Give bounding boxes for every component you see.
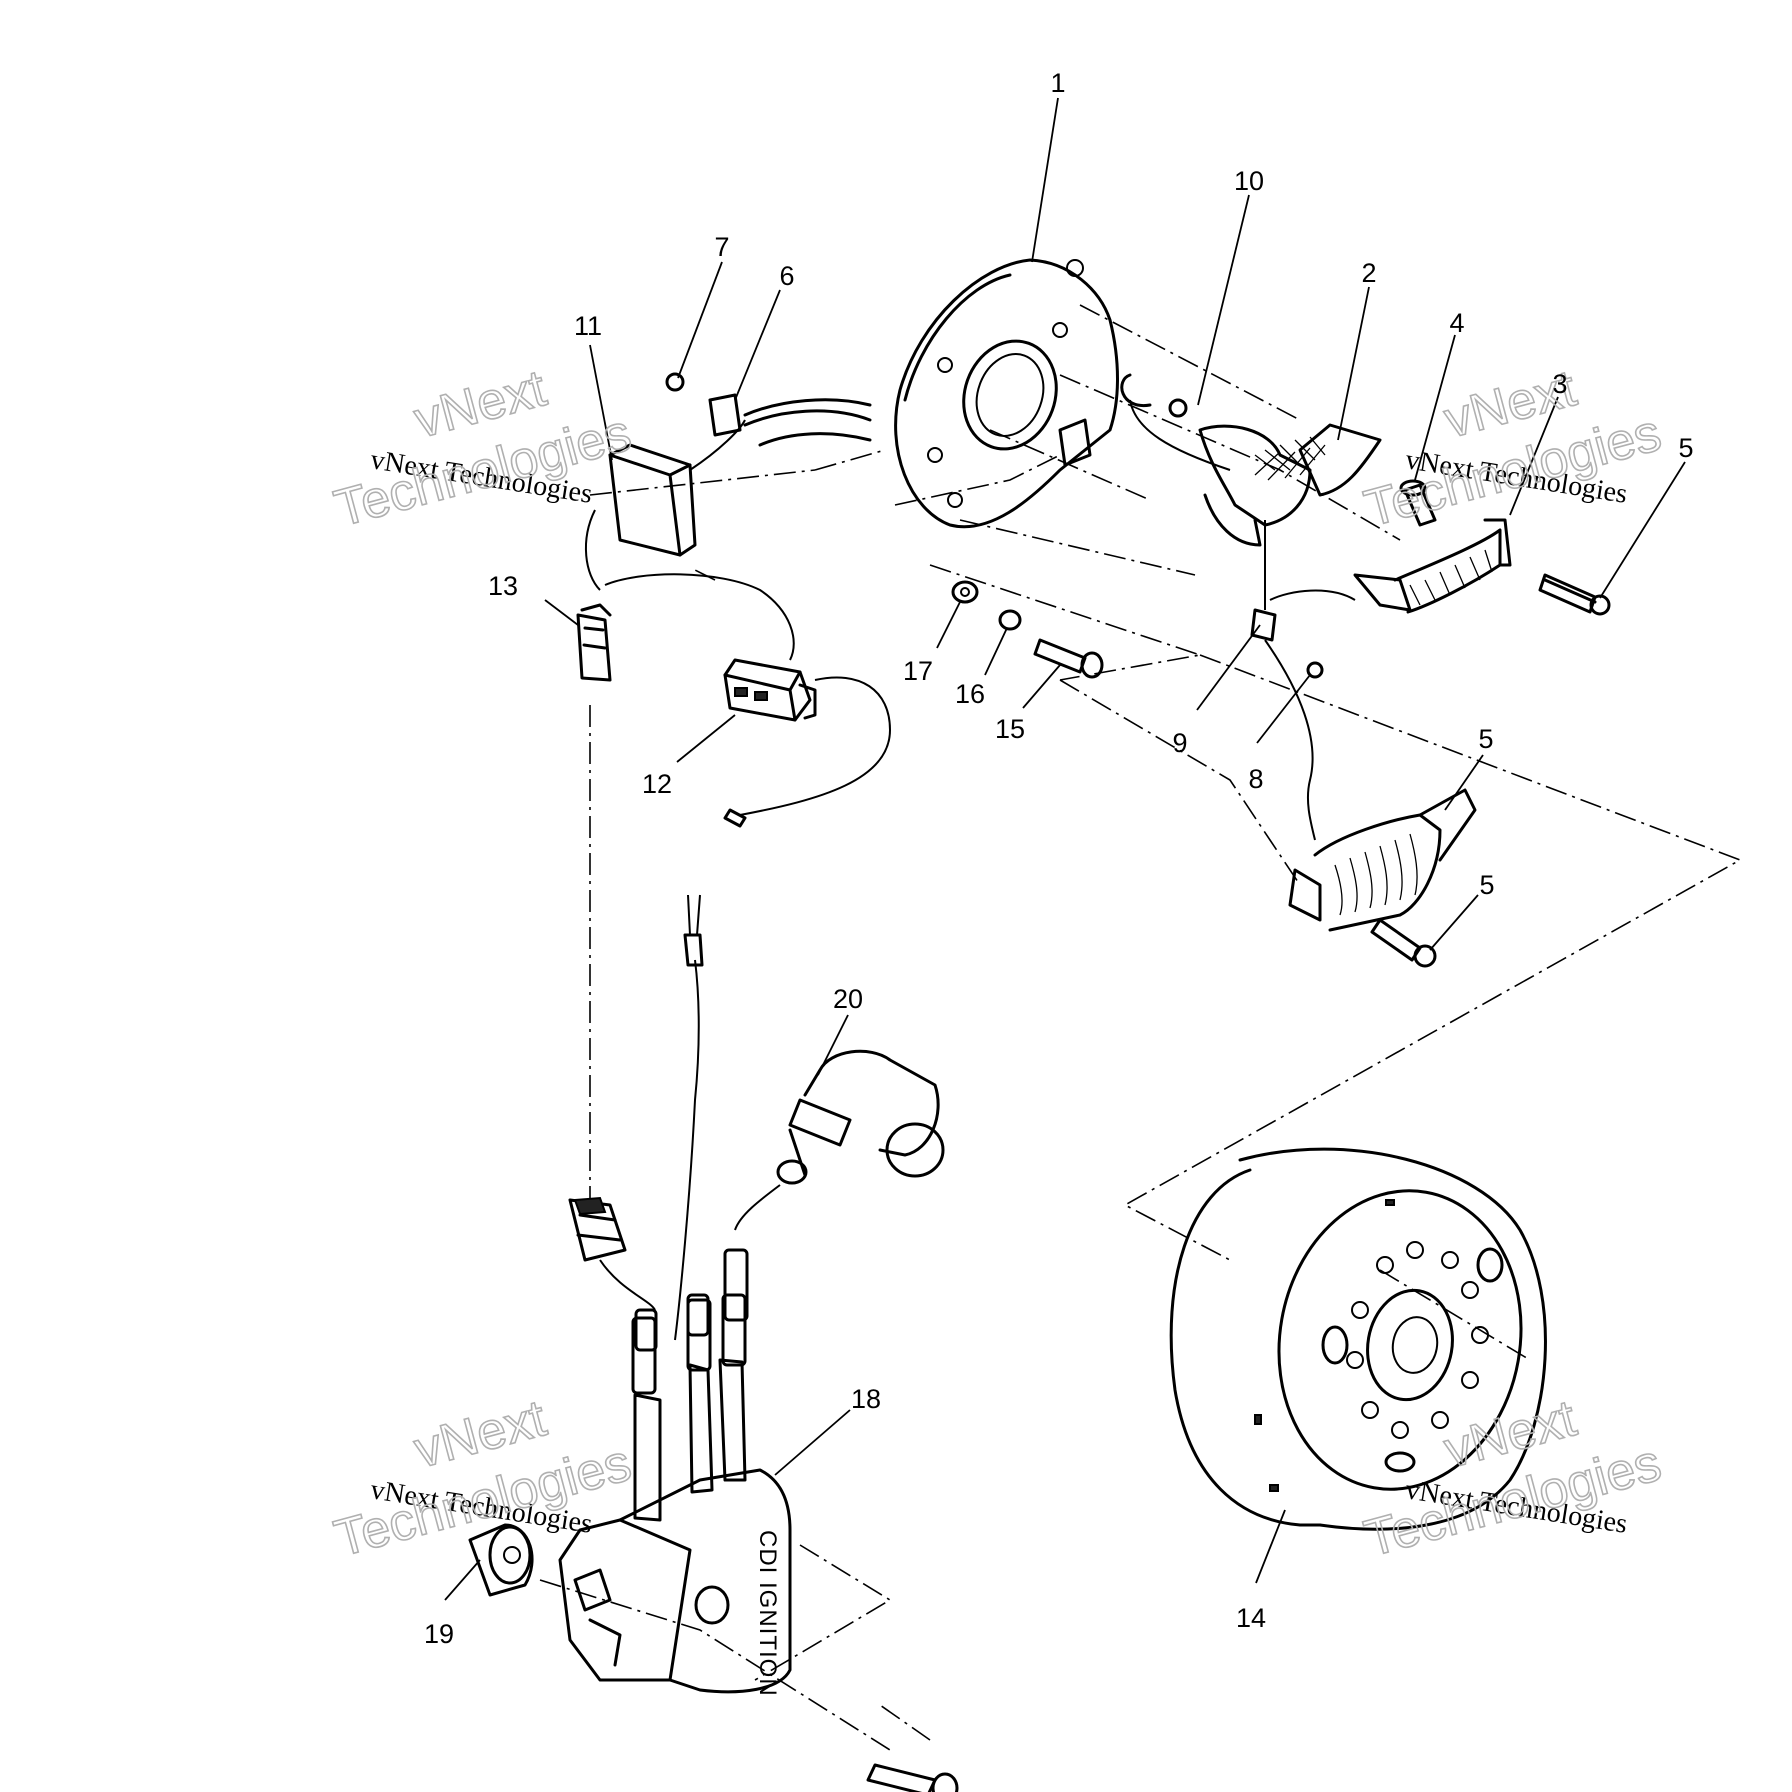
lighting-coil-large <box>1288 788 1477 932</box>
harness-connector-lower <box>568 894 704 1341</box>
flywheel <box>1169 1147 1547 1531</box>
lighting-coil-small <box>1353 518 1512 614</box>
relay <box>723 658 892 828</box>
screw-lower <box>1370 918 1437 968</box>
callout-16: 16 <box>955 679 985 709</box>
bolt <box>1033 638 1104 679</box>
lock-washer <box>998 609 1022 631</box>
connector-plug <box>576 603 612 682</box>
callout-17: 17 <box>903 656 933 686</box>
mount-bolt <box>866 1763 959 1792</box>
spacer <box>1399 479 1437 527</box>
stator-plate <box>894 258 1119 529</box>
callout-19: 20 <box>833 984 863 1014</box>
callout-3: 3 <box>1552 369 1567 399</box>
callout-2: 2 <box>1361 258 1376 288</box>
regulator-harness <box>584 419 795 661</box>
callout-1: 1 <box>1050 68 1065 98</box>
callout-8b: 8 <box>1248 764 1263 794</box>
callout-18: 18 <box>851 1384 881 1414</box>
wire-terminal <box>1250 520 1356 841</box>
callout-8a: 7 <box>714 232 729 262</box>
callout-7: 6 <box>779 261 794 291</box>
callout-10: 10 <box>1234 166 1264 196</box>
callout-numbers: 1 10 2 4 3 5 7 6 11 13 17 16 15 9 8 5 5 … <box>424 68 1694 1649</box>
screw-upper <box>1538 573 1611 616</box>
callout-5a: 5 <box>1678 433 1693 463</box>
alignment-lines <box>539 304 1742 1751</box>
callout-12: 12 <box>642 769 672 799</box>
callout-6: 5 <box>1478 724 1493 754</box>
module-label: CDI IGNITION <box>754 1530 781 1697</box>
cdi-module: CDI IGNITION <box>558 1248 792 1697</box>
callout-14: 14 <box>1236 1603 1266 1633</box>
exciter-coil <box>1198 423 1382 547</box>
wire-clamp <box>708 393 872 447</box>
callout-5b: 5 <box>1479 870 1494 900</box>
callout-20: 19 <box>424 1619 454 1649</box>
mount-spacer <box>468 1523 534 1597</box>
screw-small-mid <box>1306 661 1324 679</box>
callout-13: 13 <box>488 571 518 601</box>
washer <box>951 580 979 604</box>
screw-small-upper <box>665 372 685 392</box>
callout-11: 11 <box>574 311 602 341</box>
callout-4: 4 <box>1449 308 1464 338</box>
callout-9: 9 <box>1172 728 1187 758</box>
leader-lines <box>444 97 1686 1601</box>
spark-plug-cap <box>734 1049 945 1231</box>
screw-clip <box>1120 373 1231 471</box>
callout-15: 15 <box>995 714 1025 744</box>
